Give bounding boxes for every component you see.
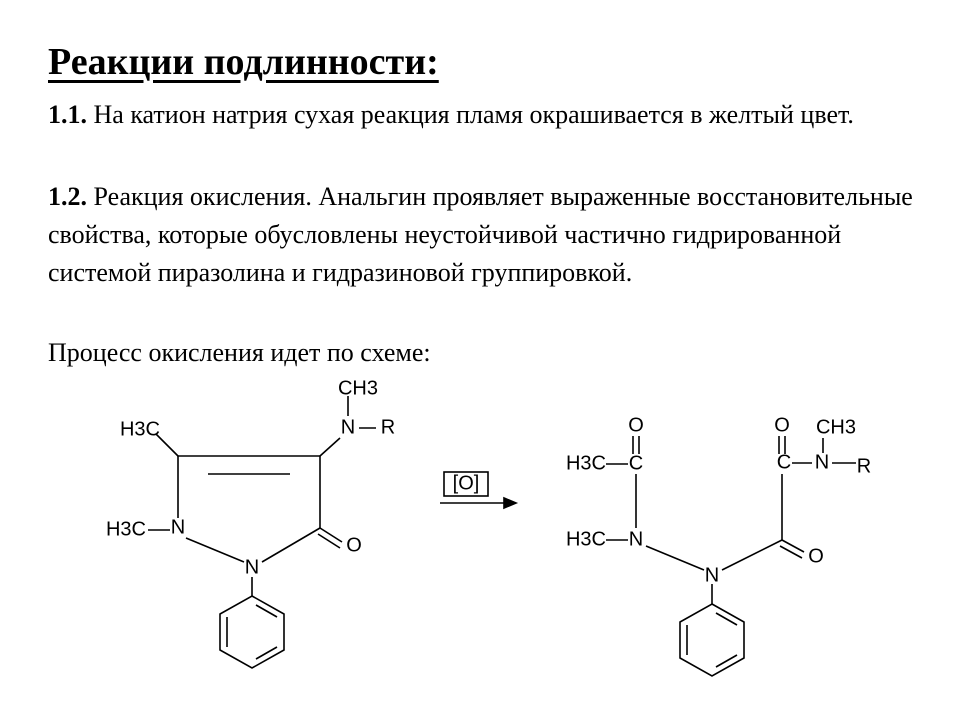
reaction-arrow: [O]: [440, 471, 519, 510]
label-h3c-ring: H3C: [120, 418, 160, 440]
ring-double-bond: [255, 646, 278, 660]
phenyl-ring: [679, 603, 745, 677]
label-h3c-n: H3C: [106, 518, 146, 540]
label-n-ring: N: [171, 516, 185, 538]
bond: [319, 437, 341, 457]
label-n-center: N: [705, 564, 719, 586]
label-r: R: [381, 416, 395, 438]
label-o-carbonyl: O: [346, 534, 362, 556]
label-c-amide: C: [777, 451, 791, 473]
paragraph-text: На катион натрия сухая реакция пламя окр…: [87, 100, 854, 129]
ring-double-bond: [715, 654, 738, 668]
label-n-amine: N: [341, 416, 355, 438]
ring-double-bond: [715, 612, 738, 626]
paragraph-number: 1.1.: [48, 100, 87, 129]
phenyl-ring: [219, 595, 285, 669]
label-o-left: O: [628, 414, 644, 436]
label-h3c-n: H3C: [566, 528, 606, 550]
paragraph-1-1: 1.1. На катион натрия сухая реакция плам…: [48, 96, 928, 134]
label-oxidant: [O]: [453, 472, 480, 494]
paragraph-number: 1.2.: [48, 182, 87, 211]
label-c-acetyl: C: [629, 452, 643, 474]
slide-title: Реакции подлинности:: [48, 41, 439, 83]
reactant-structure: H3C CH3 N R H3C N O N: [106, 377, 395, 669]
bond: [721, 539, 783, 571]
double-bond: [781, 539, 805, 553]
label-ch3-top: CH3: [338, 377, 378, 399]
oxidant-box: [443, 471, 489, 497]
label-o-lower: O: [808, 545, 824, 567]
bond: [645, 545, 705, 571]
double-bond: [779, 545, 803, 559]
arrow-head: [503, 496, 519, 510]
paragraph-text: Реакция окисления. Анальгин проявляет вы…: [48, 182, 913, 287]
label-r: R: [857, 455, 871, 477]
product-structure: O H3C C H3C N N O C N CH3 R O: [566, 414, 871, 677]
bond: [261, 527, 321, 563]
label-n-amide: N: [815, 451, 829, 473]
label-h3c-acetyl: H3C: [566, 452, 606, 474]
bond: [155, 433, 179, 457]
double-bond: [319, 527, 343, 543]
ring-double-bond: [255, 604, 278, 618]
paragraph-1-2: 1.2. Реакция окисления. Анальгин проявля…: [48, 178, 928, 292]
double-bond: [317, 533, 341, 549]
bond: [185, 537, 245, 563]
scheme-intro: Процесс окисления идет по схеме:: [48, 338, 431, 367]
label-n-phenyl: N: [245, 556, 259, 578]
label-n-left: N: [629, 528, 643, 550]
label-o-right: O: [774, 414, 790, 436]
label-ch3-amide: CH3: [816, 416, 856, 438]
